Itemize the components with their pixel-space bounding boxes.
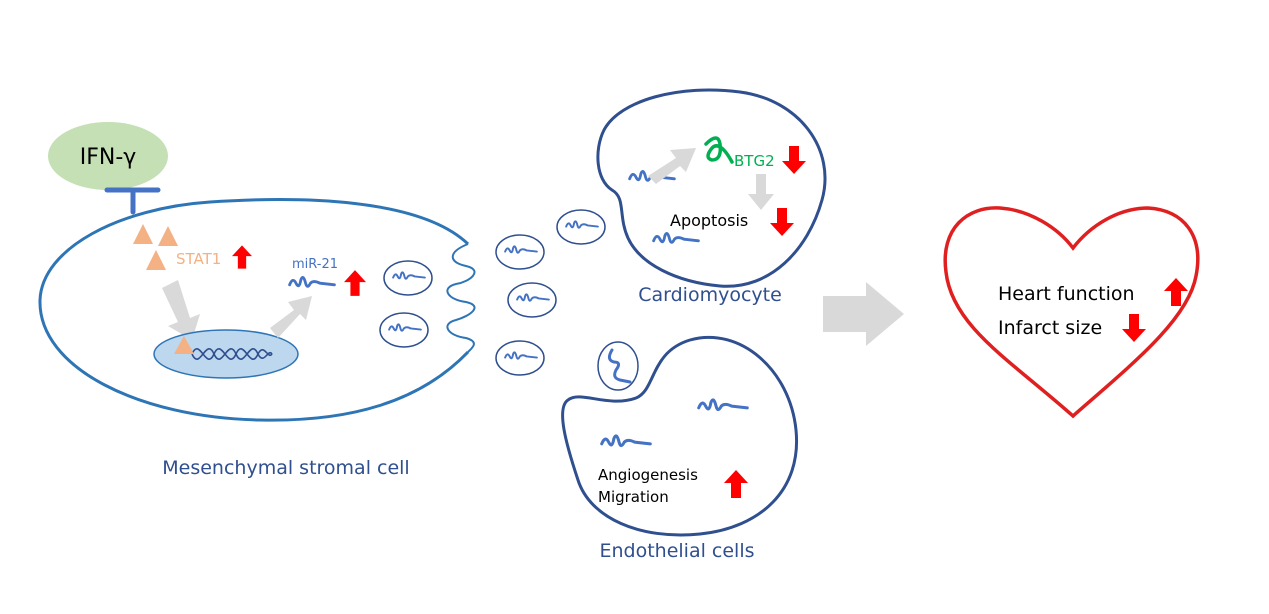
dna-helix-icon (191, 348, 273, 360)
stat1-triangles-icon (133, 224, 178, 270)
gray-arrow-stat1-to-nucleus (162, 280, 200, 340)
gray-arrow-btg2-to-apoptosis (748, 174, 774, 210)
cardiomyocyte-cell (596, 88, 827, 288)
btg2-gene-icon (704, 136, 734, 164)
ifn-gamma-bubble (48, 122, 168, 190)
exosome (495, 340, 545, 376)
exosome (495, 234, 545, 270)
big-gray-arrow (823, 282, 904, 346)
cardiomyocyte-mirna-icon (652, 231, 700, 244)
stat1-in-nucleus-icon (174, 336, 194, 354)
gray-arrow-nucleus-to-mir21 (270, 296, 312, 338)
receptor-icon (104, 187, 161, 215)
endothelial-mirna-icon (600, 434, 652, 448)
msc-cell-membrane (38, 198, 470, 422)
angiogenesis-label: Angiogenesis (598, 466, 698, 484)
btg2-down-arrow-icon (782, 146, 806, 174)
exosome (379, 312, 429, 348)
infarct-size-down-arrow-icon (1122, 314, 1146, 342)
exosome (556, 209, 606, 245)
apoptosis-label: Apoptosis (670, 211, 748, 230)
msc-membrane-folds (446, 243, 476, 353)
ifn-gamma-label: IFN-γ (80, 145, 137, 170)
stat1-label: STAT1 (176, 250, 221, 268)
msc-label: Mesenchymal stromal cell (162, 457, 409, 479)
endothelial-label: Endothelial cells (599, 540, 754, 562)
migration-label: Migration (598, 488, 669, 506)
angiogenesis-up-arrow-icon (724, 470, 748, 498)
exosome (383, 260, 433, 296)
gray-arrow-to-btg2 (648, 148, 696, 184)
heart-icon (943, 206, 1200, 419)
exosome (597, 341, 639, 391)
exosome (507, 282, 557, 318)
stat1-up-arrow-icon (232, 245, 252, 269)
mir21-up-arrow-icon (344, 270, 366, 296)
mir21-strand-icon (288, 276, 336, 288)
heart-function-label: Heart function (998, 283, 1135, 305)
infarct-size-label: Infarct size (998, 317, 1102, 339)
apoptosis-down-arrow-icon (770, 208, 794, 236)
cardiomyocyte-label: Cardiomyocyte (638, 284, 782, 306)
btg2-label: BTG2 (734, 152, 775, 170)
endothelial-mirna-icon (697, 398, 749, 412)
endothelial-cell (561, 335, 799, 537)
mir21-label: miR-21 (292, 257, 338, 272)
